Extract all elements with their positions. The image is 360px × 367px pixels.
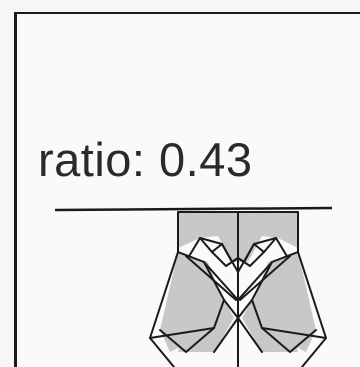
left-diagonal — [149, 327, 215, 339]
crease-lines — [149, 211, 327, 367]
left-cross — [185, 255, 237, 301]
right-diagonal — [261, 327, 327, 339]
left-wing-inner — [159, 251, 225, 353]
right-lower-crease — [237, 299, 263, 353]
head-inner-v — [211, 251, 265, 267]
separator-line — [54, 206, 333, 212]
shaded-regions — [160, 212, 316, 352]
ratio-label: ratio: 0.43 — [38, 133, 253, 186]
right-cross — [239, 255, 291, 301]
right-wing-inner — [251, 251, 317, 353]
right-to-apex — [237, 261, 273, 301]
left-to-apex — [203, 261, 239, 301]
